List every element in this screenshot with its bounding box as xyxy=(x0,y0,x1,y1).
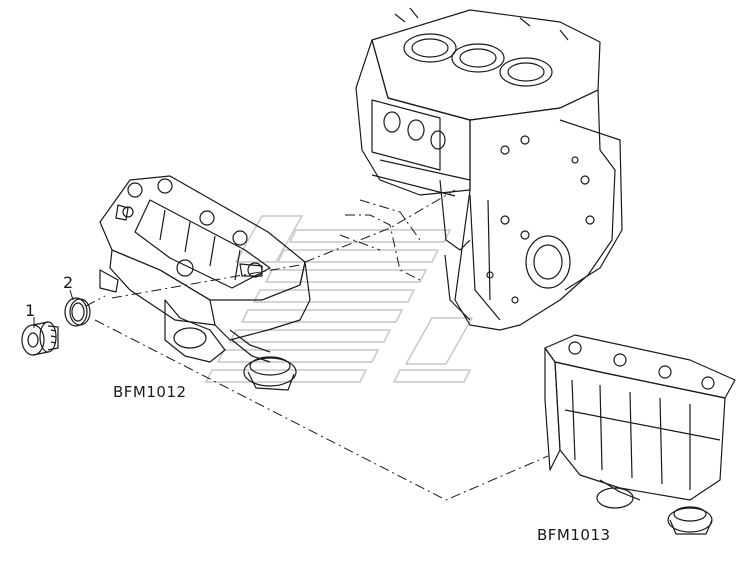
drain-plug xyxy=(21,321,59,356)
assembly-lines xyxy=(85,189,549,501)
callout-2-label: 2 xyxy=(63,273,74,292)
model-label-bfm1013: BFM1013 xyxy=(537,526,611,544)
model-label-bfm1012: BFM1012 xyxy=(113,383,187,401)
oil-pan-bfm1012 xyxy=(99,175,311,391)
callout-1-label: 1 xyxy=(25,301,36,320)
callout-leaders xyxy=(33,289,74,328)
engine-block xyxy=(355,7,623,331)
watermark-logo xyxy=(204,215,474,383)
sealing-washer xyxy=(64,297,91,327)
oil-pan-bfm1013 xyxy=(544,334,736,535)
